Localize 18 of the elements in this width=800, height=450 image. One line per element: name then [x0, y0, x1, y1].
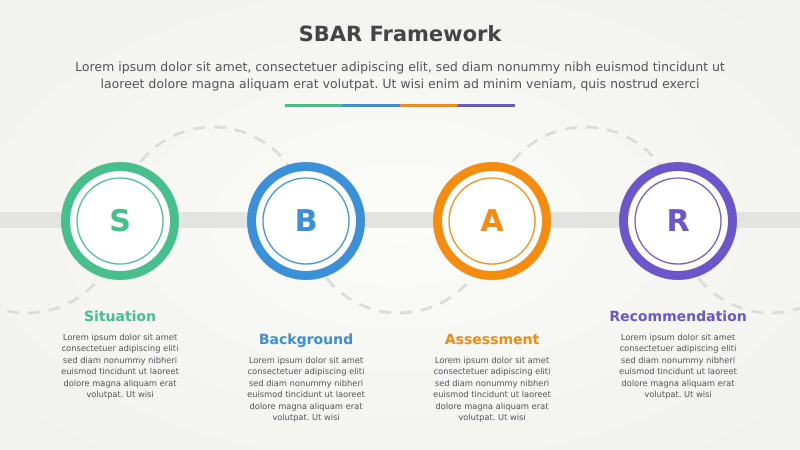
circle-badge — [247, 162, 365, 280]
letter: B — [294, 204, 318, 238]
circle-badge — [619, 162, 737, 280]
heading: Recommendation — [608, 309, 748, 325]
heading: Situation — [82, 309, 158, 325]
description: Lorem ipsum dolor sit amet consectetuer adipiscing eliti sed diam nonummy nibheri euismod tincidunt ut laoreet dolore magna aliquam erat volutpat. Ut wisi — [432, 355, 552, 424]
letter: A — [480, 204, 504, 238]
circle-badge — [61, 162, 179, 280]
circle-badge — [433, 162, 551, 280]
description: Lorem ipsum dolor sit amet consectetuer adipiscing eliti sed diam nonummy nibheri euismod tincidunt ut laoreet dolore magna aliquam erat volutpat. Ut wisi — [618, 332, 738, 400]
description: Lorem ipsum dolor sit amet consectetuer adipiscing eliti sed diam nonummy nibheri euismod tincidunt ut laoreet dolore magna aliquam erat volutpat. Ut wisi — [246, 355, 366, 424]
letter: S — [109, 204, 131, 238]
heading: Background — [258, 332, 354, 348]
letter: R — [666, 204, 690, 238]
title: SBAR Framework — [298, 22, 502, 46]
heading: Assessment — [444, 332, 540, 348]
description: Lorem ipsum dolor sit amet consectetuer adipiscing eliti sed diam nonummy nibheri euismod tincidunt ut laoreet dolore magna aliquam erat volutpat. Ut wisi — [60, 332, 180, 400]
subtitle: Lorem ipsum dolor sit amet, consectetuer adipiscing elit, sed diam nonummy nibh euismod tincidunt ut laoreet dolore magna aliquam erat volutpat. Ut wisi enim ad minim veniam, quis nostrud exerci — [74, 58, 726, 92]
